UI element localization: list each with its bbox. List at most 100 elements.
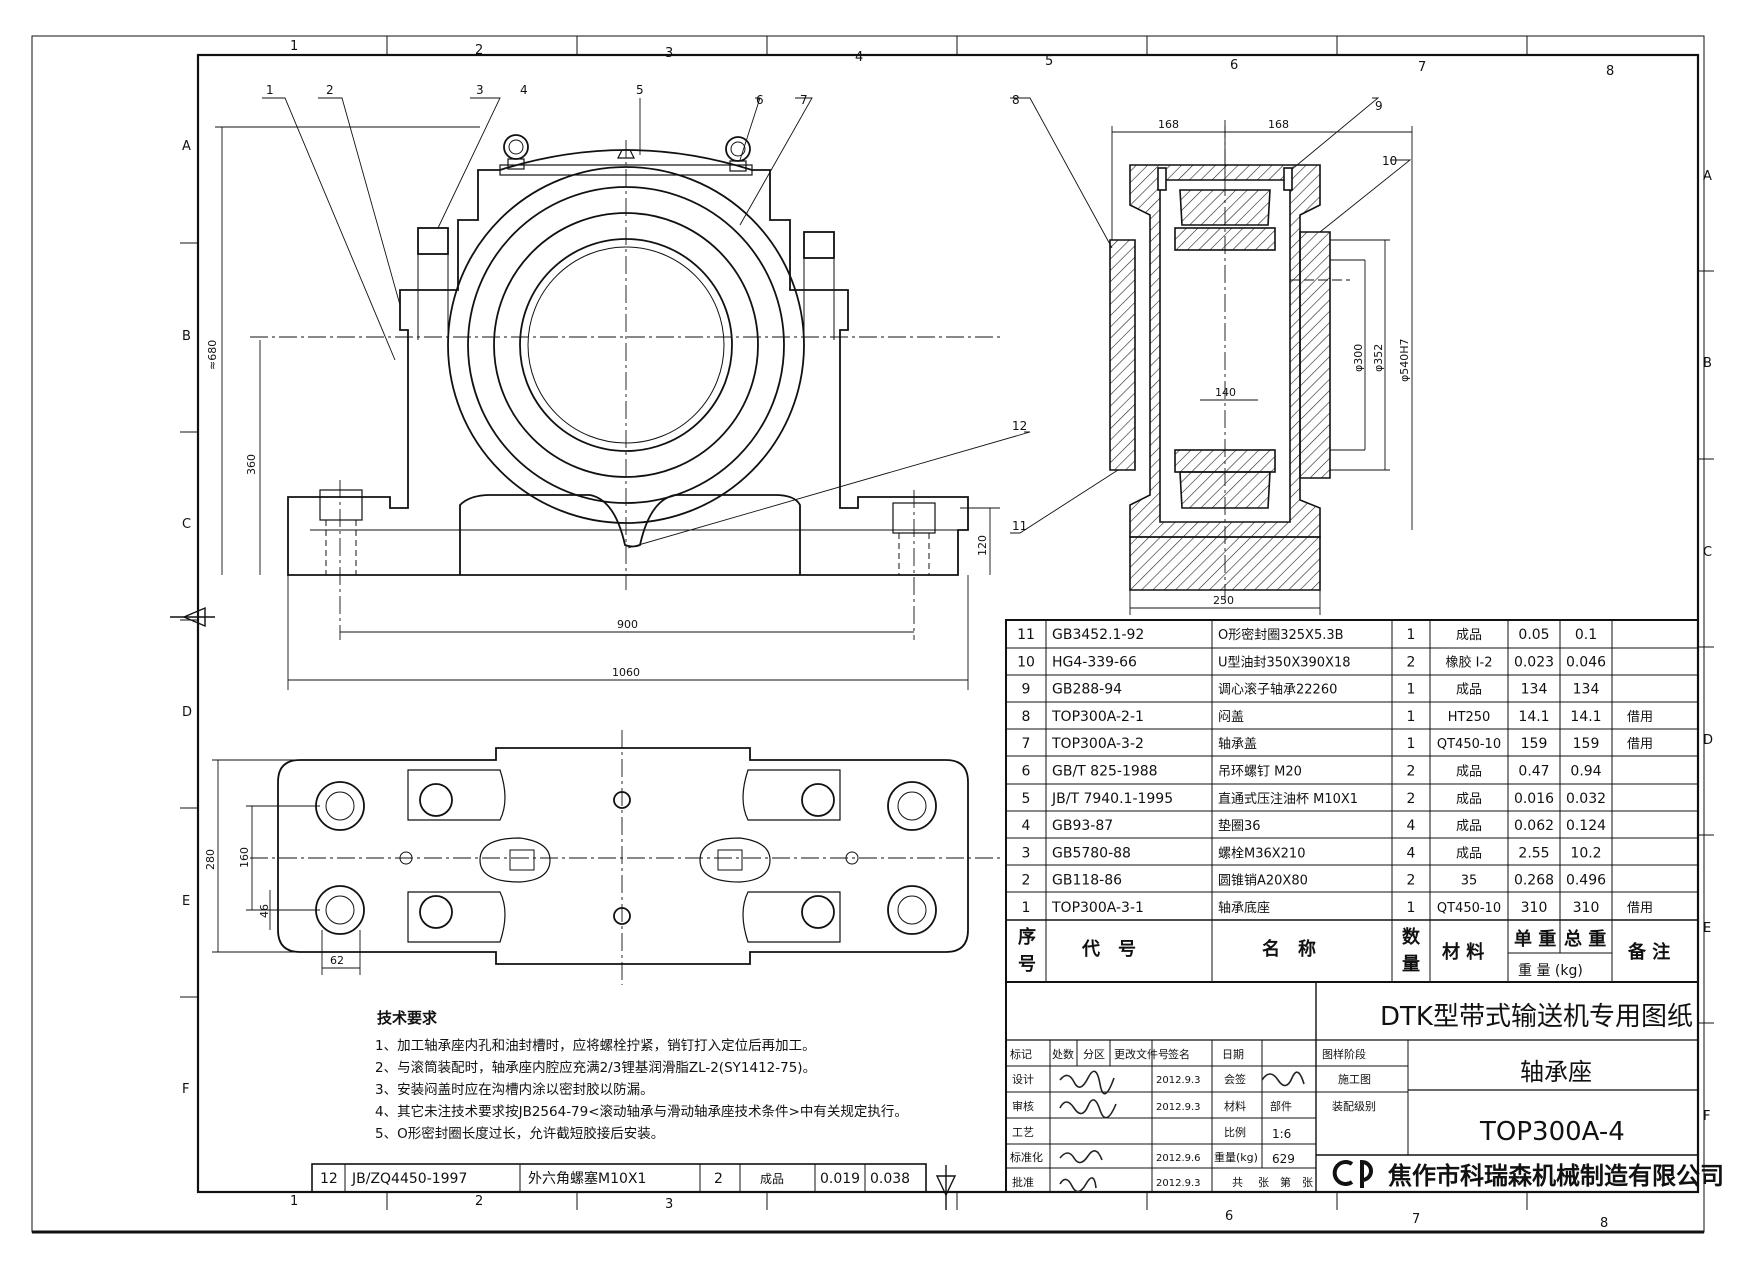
zone-col-5: 5 [1045, 54, 1053, 69]
parts-row-10-seq: 10 [1017, 654, 1035, 670]
balloon-labels: 1 2 3 4 5 6 7 8 9 10 11 12 [266, 83, 1397, 533]
drawing-no: TOP300A-4 [1479, 1117, 1625, 1147]
zone-col-3-bottom: 3 [665, 1197, 673, 1212]
dim-plan-edge: 46 [258, 904, 271, 918]
label-review: 审核 [1012, 1099, 1034, 1113]
label-weight: 重量(kg) [1214, 1150, 1258, 1164]
label-mark: 标记 [1010, 1047, 1032, 1061]
parts-row-11-name: O形密封圈325X5.3B [1218, 627, 1344, 643]
parts-row-1-material: QT450-10 [1437, 901, 1501, 916]
dim-center-height: 360 [245, 454, 258, 475]
zone-col-8: 8 [1606, 64, 1614, 79]
zone-col-1-bottom: 1 [290, 1194, 298, 1209]
value-approve-date: 2012.9.3 [1156, 1178, 1201, 1189]
zone-row-d-right: D [1703, 733, 1713, 748]
dim-d1: φ300 [1352, 344, 1365, 372]
label-process: 工艺 [1012, 1126, 1034, 1139]
parts-row-4-unit: 0.062 [1514, 818, 1554, 834]
plan-dimension-text: 280 160 46 62 [204, 847, 344, 967]
front-dimension-text: ≈680 360 120 900 1060 [206, 340, 989, 679]
zone-row-a: A [182, 139, 191, 154]
parts-row-3-seq: 3 [1022, 845, 1031, 861]
parts-row-3-unit: 2.55 [1518, 845, 1549, 861]
label-page: 第 [1280, 1175, 1291, 1189]
zone-labels: 1 2 3 4 5 6 7 8 A B C D E F A B C D E F … [182, 39, 1713, 1231]
parts-row-2-name: 圆锥销A20X80 [1218, 874, 1308, 889]
zone-col-1: 1 [290, 39, 298, 54]
zone-row-b-right: B [1703, 356, 1712, 371]
parts-row-7-seq: 7 [1022, 736, 1031, 752]
parts-row-5-unit: 0.016 [1514, 791, 1554, 807]
value-review-date: 2012.9.3 [1156, 1102, 1201, 1113]
label-sheets: 张 [1258, 1176, 1269, 1189]
parts-row-3-code: GB5780-88 [1052, 845, 1131, 861]
header-qty-2: 量 [1402, 953, 1420, 975]
label-part: 部件 [1270, 1099, 1292, 1113]
parts-row-9-material: 成品 [1456, 683, 1482, 698]
parts-row-4-seq: 4 [1022, 818, 1031, 834]
dim-d2: φ352 [1372, 344, 1385, 372]
zone-row-e-right: E [1703, 921, 1711, 936]
parts-table-header: 序 代 号 名 称 数 材 料 单 重 总 重 重 量 (kg) 备 注 [1018, 926, 1670, 979]
zone-row-f: F [182, 1082, 189, 1097]
company-name: 焦作市科瑞森机械制造有限公司 [1388, 1162, 1724, 1190]
parts-row-5-code: JB/T 7940.1-1995 [1051, 791, 1173, 807]
balloon-5: 5 [636, 83, 644, 97]
label-sign: 签名 [1168, 1047, 1190, 1061]
parts-row-7-unit: 159 [1521, 736, 1548, 752]
parts-row-5-name: 直通式压注油杯 M10X1 [1218, 792, 1358, 807]
parts-row-7-total: 159 [1573, 736, 1600, 752]
zone-row-a-right: A [1703, 169, 1712, 184]
parts-row-5-seq: 5 [1022, 791, 1031, 807]
parts-row-8-remark: 借用 [1627, 710, 1653, 725]
requirement-item-1: 1、加工轴承座内孔和油封槽时，应将螺栓拧紧，销钉打入定位后再加工。 [375, 1038, 816, 1054]
dim-base-height: 120 [976, 535, 989, 556]
zone-row-c: C [182, 517, 191, 532]
parts-row-4-name: 垫圈36 [1218, 818, 1261, 834]
dim-bolt-spacing: 900 [617, 618, 638, 631]
parts-row-5-material: 成品 [1456, 792, 1482, 807]
balloon-7: 7 [800, 93, 808, 107]
parts-row-4-code: GB93-87 [1052, 818, 1113, 834]
item-12-code: JB/ZQ4450-1997 [351, 1171, 467, 1187]
label-scale: 比例 [1224, 1125, 1246, 1139]
title-block-grid [1005, 981, 1699, 1193]
item-12-row: 12 JB/ZQ4450-1997 外六角螺塞M10X1 2 成品 0.019 … [320, 1170, 910, 1187]
header-total-weight: 总 重 [1564, 928, 1606, 950]
plan-centerlines [250, 730, 1000, 985]
value-design-date: 2012.9.3 [1156, 1075, 1201, 1086]
parts-row-2-qty: 2 [1407, 873, 1416, 889]
value-standard-date: 2012.9.6 [1156, 1153, 1201, 1164]
balloon-8: 8 [1012, 93, 1020, 107]
parts-row-3-name: 螺栓M36X210 [1218, 846, 1305, 861]
front-view [287, 134, 969, 576]
header-weight-unit: 重 量 (kg) [1518, 963, 1583, 979]
parts-row-10-unit: 0.023 [1514, 654, 1554, 670]
parts-row-11-total: 0.1 [1575, 627, 1597, 643]
dim-height-total: ≈680 [206, 340, 219, 370]
parts-row-11-material: 成品 [1456, 628, 1482, 643]
dim-plan-hole-offset: 62 [330, 954, 344, 967]
balloon-1: 1 [266, 83, 274, 97]
parts-row-4-qty: 4 [1407, 818, 1416, 834]
parts-row-5-qty: 2 [1407, 791, 1416, 807]
header-code: 代 号 [1081, 939, 1136, 960]
parts-row-9-qty: 1 [1407, 682, 1416, 698]
header-qty: 数 [1402, 926, 1421, 948]
label-zone: 分区 [1083, 1048, 1105, 1061]
item-12-seq: 12 [320, 1171, 338, 1187]
centering-marks [170, 606, 957, 1210]
company-logo [1332, 1159, 1373, 1188]
zone-col-7: 7 [1418, 60, 1426, 75]
parts-row-10-total: 0.046 [1566, 654, 1606, 670]
parts-row-6-total: 0.94 [1570, 764, 1601, 780]
dim-left-half: 168 [1158, 118, 1179, 131]
zone-col-4: 4 [855, 50, 863, 65]
balloon-9: 9 [1375, 99, 1383, 113]
parts-row-1-total: 310 [1573, 900, 1600, 916]
label-change-doc: 更改文件号 [1114, 1047, 1169, 1061]
parts-row-11-seq: 11 [1017, 627, 1035, 643]
parts-row-1-name: 轴承底座 [1218, 900, 1270, 916]
parts-row-2-material: 35 [1461, 874, 1478, 889]
